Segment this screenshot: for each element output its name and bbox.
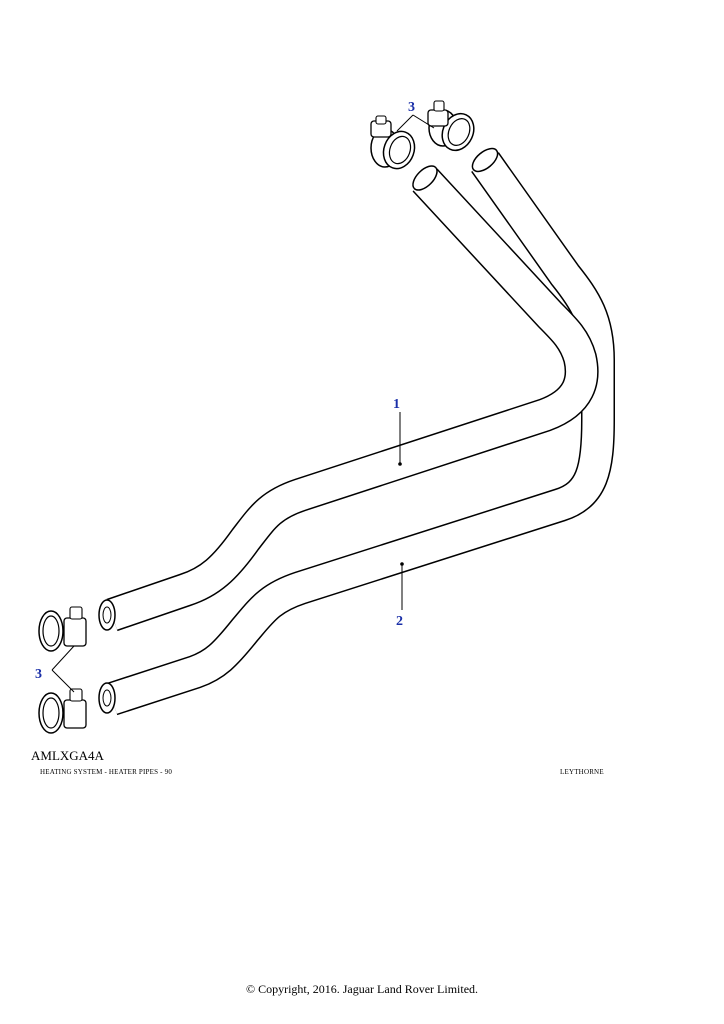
callout-2: 2: [396, 614, 403, 629]
copyright-notice: © Copyright, 2016. Jaguar Land Rover Lim…: [245, 982, 479, 996]
pipe-2-marker: [400, 562, 404, 566]
callout-3-bottom: 3: [35, 667, 42, 682]
diagram-source: LEYTHORNE: [560, 768, 604, 776]
leader-lines: [51, 114, 435, 693]
hose-clip-top-right: [427, 100, 475, 152]
pipe-1-marker: [398, 462, 402, 466]
diagram-code: AMLXGA4A: [31, 748, 104, 763]
hose-clip-bottom-lower: [38, 688, 87, 734]
callout-1: 1: [393, 397, 400, 412]
heater-pipe-1: [98, 165, 599, 632]
diagram-caption: HEATING SYSTEM - HEATER PIPES - 90: [40, 768, 173, 776]
callout-3-top: 3: [408, 100, 415, 115]
hose-clip-top-left: [370, 115, 416, 170]
heater-pipe-2: [98, 147, 615, 716]
hose-clip-bottom-upper: [38, 606, 87, 652]
